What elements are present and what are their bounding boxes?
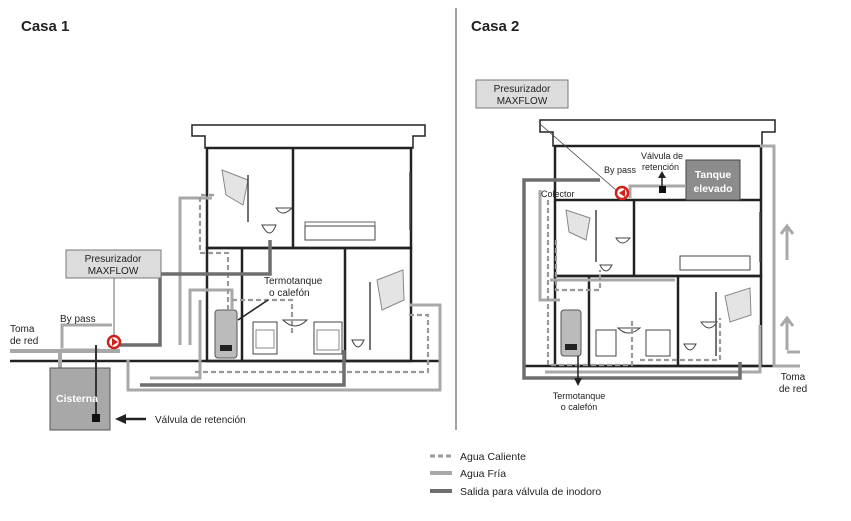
house2-elevated-tank <box>685 159 741 201</box>
house2-diagram <box>475 79 800 386</box>
house1-shower-lower <box>376 269 405 311</box>
legend: Agua Caliente Agua Fría Salida para válv… <box>430 451 601 498</box>
house2-cold-pipes <box>538 144 800 374</box>
house2-heater-label-2: o calefón <box>561 402 598 412</box>
house2-check-valve-label-1: Válvula de <box>641 151 683 161</box>
house1-ground-floor <box>205 246 413 363</box>
house1-check-valve-label: Válvula de retención <box>155 415 246 426</box>
house2-mains-label-2: de red <box>779 384 807 395</box>
house2-check-valve-label-2: retención <box>642 162 679 172</box>
house1-cistern-label: Cisterna <box>56 393 98 405</box>
house1-sink-upper <box>275 207 294 214</box>
house1-pressurizer-box <box>65 249 162 279</box>
house2-pressurizer-label-2: MAXFLOW <box>497 96 548 107</box>
house2-tank-label-2: elevado <box>693 183 732 195</box>
house2-shower-upper <box>565 209 591 241</box>
house2-shower-lower <box>724 287 752 323</box>
house1-pressurizer-label-1: Presurizador <box>85 254 142 265</box>
house2-title: Casa 2 <box>471 18 519 35</box>
house1-roof <box>191 124 426 149</box>
house1-toilet-upper <box>261 224 277 234</box>
house2-toilet-pipes <box>522 178 742 380</box>
house1-check-valve-arrow <box>115 414 126 424</box>
house2-check-valve <box>659 186 666 193</box>
house2-mains-label-1: Toma <box>781 372 806 383</box>
house1-shower-upper <box>221 169 249 206</box>
house2-bed <box>679 255 751 271</box>
house2-collector-label: Colector <box>541 189 575 199</box>
house2-pressurizer-label-1: Presurizador <box>494 84 551 95</box>
house1-heater-label-1: Termotanque <box>264 276 323 287</box>
house2-hot-pipes <box>546 200 722 367</box>
house1-bed <box>304 225 376 241</box>
house1-diagram <box>10 124 442 431</box>
house2-heater-label-1: Termotanque <box>553 391 606 401</box>
house1-stove <box>252 321 278 355</box>
house2-tank-label-1: Tanque <box>695 169 732 181</box>
house1-mains-label-1: Toma <box>10 324 35 335</box>
legend-cold-label: Agua Fría <box>460 468 506 480</box>
house2-roof <box>539 119 776 147</box>
house1-kitchen-sink <box>281 319 309 327</box>
house2-flow-arrows <box>779 223 800 354</box>
house2-dishwasher <box>645 329 671 357</box>
legend-toilet-label: Salida para válvula de inodoro <box>460 486 601 498</box>
house1-hot-pipes <box>195 193 430 374</box>
house2-bypass-label: By pass <box>604 165 637 175</box>
house1-heater-label-2: o calefón <box>269 288 310 299</box>
house1-mains-label-2: de red <box>10 336 38 347</box>
house1-dishwasher <box>313 321 343 355</box>
house2-pressurizer-box <box>475 79 569 109</box>
house2-stove <box>595 329 617 357</box>
house1-bypass-label: By pass <box>60 314 96 325</box>
legend-hot-label: Agua Caliente <box>460 451 526 463</box>
house1-title: Casa 1 <box>21 18 69 35</box>
house1-pressurizer-label-2: MAXFLOW <box>88 266 139 277</box>
